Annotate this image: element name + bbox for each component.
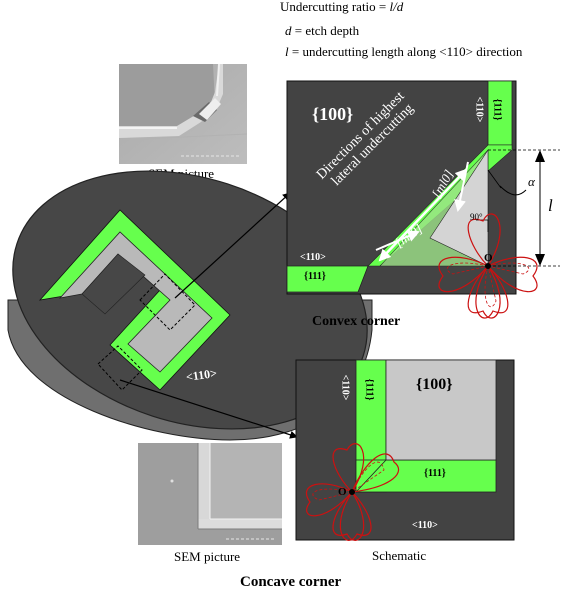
concave-exposed-plane xyxy=(385,359,497,461)
undercut-direction-arrow-main xyxy=(378,168,468,262)
convex-111-strip-bottom xyxy=(286,265,369,293)
convex-110-bottom-label: <110> xyxy=(300,252,326,263)
alpha-angle-label: α xyxy=(528,174,535,189)
convex-plane-100-label: {100} xyxy=(312,104,354,124)
sem-image-convex xyxy=(119,64,247,164)
concave-point-o: O xyxy=(338,486,347,498)
concave-111-horizontal-label: {111} xyxy=(424,468,446,479)
concave-110-left-label: <110> xyxy=(339,374,351,401)
ratio-label: Undercutting ratio = xyxy=(280,0,390,14)
ratio-expression: l/d xyxy=(389,0,404,14)
arrow-to-concave-corner xyxy=(119,379,298,439)
convex-111-right-label: {111} xyxy=(491,98,503,121)
undercut-length-l-label: l xyxy=(548,196,553,215)
concave-plane-100-label: {100} xyxy=(416,376,453,393)
l-arrow-top xyxy=(535,150,545,162)
l-arrow-bottom xyxy=(535,254,545,266)
convex-111-bottom-label: {111} xyxy=(304,271,326,282)
alpha-angle-arc xyxy=(499,185,527,196)
schematic-caption: Schematic xyxy=(372,548,427,563)
d-symbol: d xyxy=(285,23,292,38)
concave-corner-title: Concave corner xyxy=(240,574,342,590)
undercut-length-definition: l = undercutting length along <110> dire… xyxy=(285,44,522,60)
arrow-to-convex-corner xyxy=(174,192,291,299)
alpha-angle-ray xyxy=(487,169,502,189)
undercutting-ratio-definition: Undercutting ratio = l/d xyxy=(280,0,403,15)
convex-point-o: O xyxy=(484,252,493,264)
d-text: = etch depth xyxy=(291,23,360,38)
sem-concave-micrograph xyxy=(138,443,282,545)
concave-corner-edge xyxy=(355,459,387,493)
concave-etch-rate-rosette xyxy=(305,443,400,541)
sem-image-concave xyxy=(138,443,282,545)
convex-110-right-label: <110> xyxy=(473,96,485,123)
concave-selection-box xyxy=(97,345,143,391)
sem-caption-concave: SEM picture xyxy=(174,549,241,564)
convex-etch-rate-rosette xyxy=(438,213,538,319)
etch-depth-definition: d = etch depth xyxy=(285,23,359,39)
l-symbol: l xyxy=(285,44,289,59)
convex-corner-caption: Convex corner xyxy=(312,314,401,329)
right-angle-label: 90° xyxy=(470,212,483,222)
ml0-direction-arrow-right xyxy=(454,161,469,212)
concave-111-strip-horizontal xyxy=(355,459,497,493)
l-text: = undercutting length along <110> direct… xyxy=(288,44,523,59)
u-structure-inner xyxy=(81,253,146,315)
ml0-direction-arrow-left xyxy=(375,230,420,251)
concave-111-vertical-label: {111} xyxy=(363,378,375,401)
concave-110-bottom-label: <110> xyxy=(412,520,438,531)
sem-convex-micrograph xyxy=(119,64,247,164)
